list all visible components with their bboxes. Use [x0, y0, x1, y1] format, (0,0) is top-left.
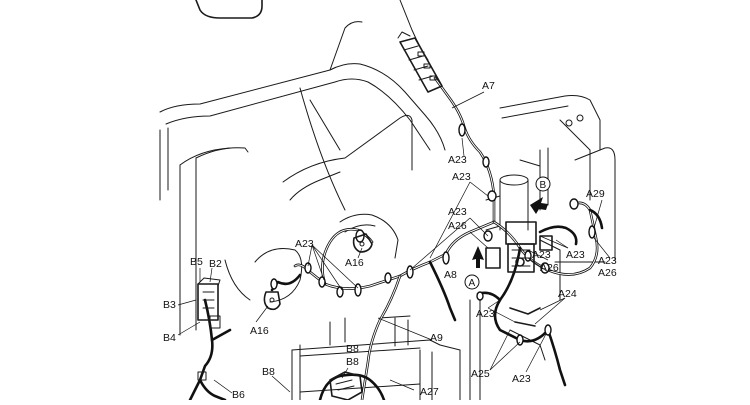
label-a23-6: A23 — [512, 373, 531, 385]
label-a23-5: A23 — [476, 308, 495, 320]
label-a26-3: A26 — [598, 267, 617, 279]
label-a23-1: A23 — [448, 154, 467, 166]
label-a29: A29 — [586, 188, 605, 200]
view-marker-b: B — [535, 176, 551, 192]
label-a27: A27 — [420, 386, 439, 398]
label-b4: B4 — [163, 332, 176, 344]
view-marker-a: A — [464, 274, 480, 290]
label-b8-2: B8 — [346, 356, 359, 368]
label-a16-left: A16 — [250, 325, 269, 337]
label-a23-9: A23 — [598, 255, 617, 267]
label-a26-2: A26 — [540, 262, 559, 274]
label-a23-4: A23 — [295, 238, 314, 250]
relay-cluster — [485, 221, 553, 273]
label-a23-8: A23 — [566, 249, 585, 261]
label-b2: B2 — [209, 258, 222, 270]
label-a9: A9 — [430, 332, 443, 344]
label-a16-upper: A16 — [345, 257, 364, 269]
machine-outline — [159, 0, 616, 401]
leader-lines — [177, 91, 611, 394]
view-arrows — [472, 197, 548, 268]
label-a26-1: A26 — [448, 220, 467, 232]
harness-clips — [270, 123, 596, 346]
callout-labels: A7 A23 A23 A23 A26 A23 A16 A8 A16 A9 A23… — [163, 80, 617, 401]
label-b8-1: B8 — [346, 343, 359, 355]
sensor-b-group — [197, 277, 221, 381]
label-b8-3: B8 — [262, 366, 275, 378]
cable-ties-a24 — [509, 307, 541, 327]
label-b6: B6 — [232, 389, 245, 400]
label-b5: B5 — [190, 256, 203, 268]
label-a23-3: A23 — [448, 206, 467, 218]
lamp-a16-left — [263, 291, 281, 311]
label-a23-2: A23 — [452, 171, 471, 183]
connector-block-a7 — [397, 31, 443, 93]
a27-component — [329, 371, 363, 401]
lamp-a16-upper — [352, 233, 373, 253]
label-b3: B3 — [163, 299, 176, 311]
view-marker-a-letter: A — [469, 278, 476, 289]
label-a7: A7 — [482, 80, 495, 92]
view-marker-b-letter: B — [540, 180, 547, 191]
label-a24: A24 — [558, 288, 577, 300]
label-a8: A8 — [444, 269, 457, 281]
label-a25: A25 — [471, 368, 490, 380]
label-a23-7: A23 — [532, 249, 551, 261]
